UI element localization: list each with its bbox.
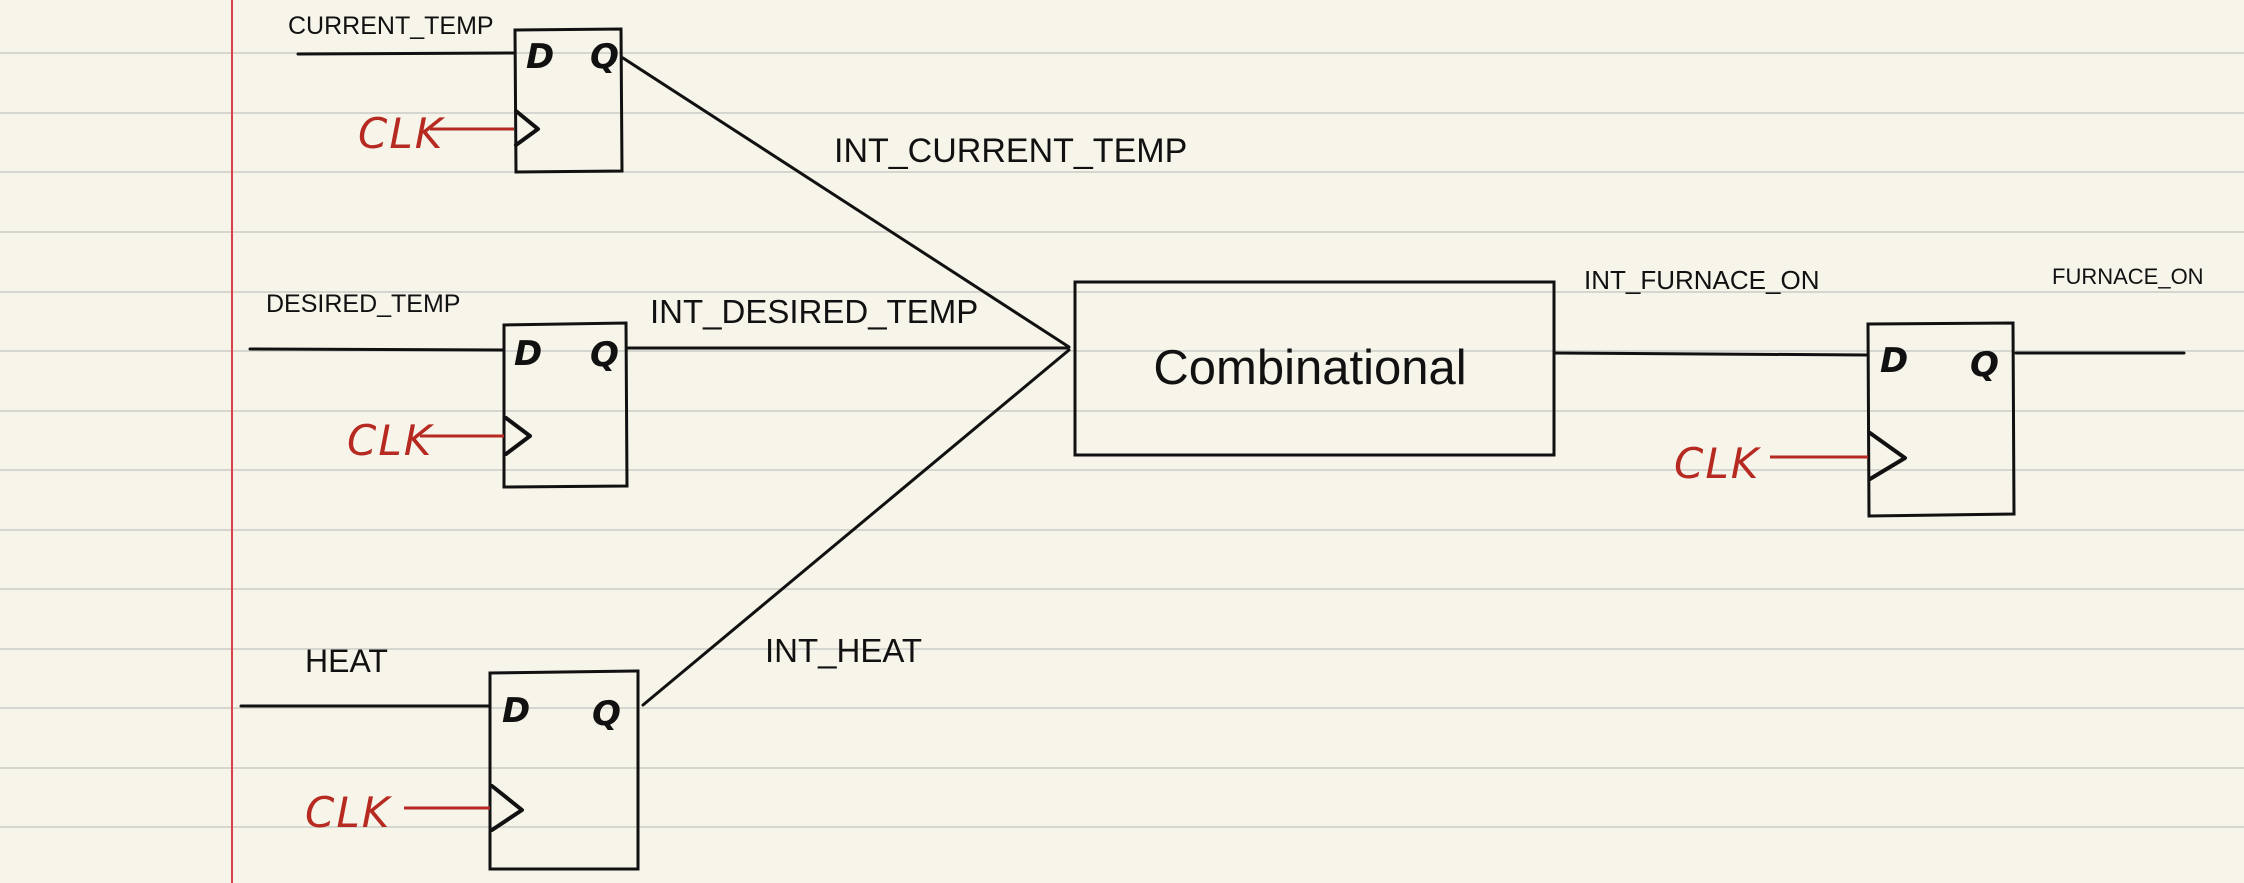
q-pin-label: Q bbox=[590, 37, 619, 77]
d-pin-label: D bbox=[514, 334, 542, 374]
q-pin-label: Q bbox=[590, 335, 619, 375]
heat-label: HEAT bbox=[305, 643, 388, 679]
clk-label: CLK bbox=[347, 416, 435, 465]
clk-label: CLK bbox=[358, 109, 446, 158]
clk-label: CLK bbox=[1674, 439, 1762, 488]
int-furnace-on-wire bbox=[1553, 351, 1868, 357]
flip-flop-box bbox=[513, 27, 624, 174]
desired-temp-label: DESIRED_TEMP bbox=[266, 290, 460, 318]
int-heat-wire bbox=[641, 348, 1071, 707]
d-pin-label: D bbox=[502, 691, 530, 731]
int-heat-label: INT_HEAT bbox=[765, 632, 922, 669]
clock-input-icon bbox=[514, 109, 540, 147]
q-pin-label: Q bbox=[1970, 345, 1999, 385]
desired-temp-input-wire bbox=[248, 347, 505, 352]
d-pin-label: D bbox=[526, 37, 554, 77]
int-current-temp-wire bbox=[621, 56, 1071, 349]
int-current-temp-label: INT_CURRENT_TEMP bbox=[834, 132, 1187, 170]
current-temp-input-wire bbox=[296, 51, 516, 56]
ruled-lines bbox=[0, 52, 2244, 828]
q-pin-label: Q bbox=[592, 694, 621, 734]
flip-flop-box bbox=[502, 321, 629, 489]
clk-label: CLK bbox=[305, 788, 393, 837]
current-temp-label: CURRENT_TEMP bbox=[288, 12, 494, 40]
internal-wires bbox=[621, 56, 1071, 707]
int-furnace-on-label: INT_FURNACE_ON bbox=[1584, 265, 1819, 295]
flip-flop-furnace-on: D Q CLK bbox=[1674, 321, 2016, 518]
clock-input-icon bbox=[1868, 431, 1907, 481]
flip-flop-box bbox=[1866, 321, 2016, 518]
flip-flop-heat: HEAT D Q CLK bbox=[239, 643, 640, 871]
furnace-on-label: FURNACE_ON bbox=[2052, 264, 2204, 289]
int-desired-temp-label: INT_DESIRED_TEMP bbox=[650, 293, 978, 330]
clock-input-icon bbox=[504, 416, 532, 456]
clock-input-icon bbox=[490, 784, 524, 832]
d-pin-label: D bbox=[1880, 341, 1908, 381]
combinational-box bbox=[1073, 280, 1556, 457]
combinational-label: Combinational bbox=[1153, 341, 1466, 395]
combinational-block: Combinational bbox=[1073, 280, 1556, 457]
flip-flop-box bbox=[488, 669, 640, 871]
flip-flop-desired-temp: DESIRED_TEMP D Q CLK bbox=[248, 290, 629, 489]
flip-flop-current-temp: CURRENT_TEMP D Q CLK bbox=[288, 12, 624, 174]
